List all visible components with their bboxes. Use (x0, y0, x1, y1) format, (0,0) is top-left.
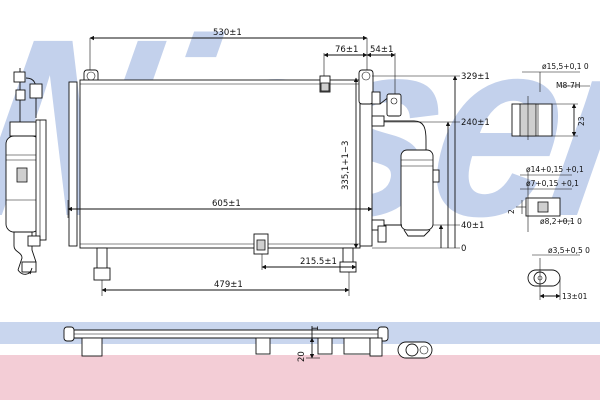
dim-depth-20: 20 (297, 351, 307, 362)
dim-335: 335,1+1−3 (341, 141, 351, 190)
detail-thread-block (511, 71, 590, 140)
dim-zero: 0 (461, 244, 466, 254)
detail-pipe-fitting (516, 172, 572, 232)
dim-479: 479±1 (214, 280, 243, 290)
front-view (67, 35, 460, 296)
dim-hole-offset: 13±01 (562, 292, 588, 301)
detail-mount-hole (527, 254, 580, 300)
dim-thread-depth: 23 (577, 116, 586, 126)
dim-54: 54±1 (370, 45, 393, 55)
dim-530: 530±1 (213, 28, 242, 38)
dim-240: 240±1 (461, 118, 490, 128)
dim-thread-spec: M8-7H (556, 81, 580, 90)
dim-pipe-small: ø8,2+0,1 0 (540, 217, 582, 226)
bottom-view (63, 326, 433, 359)
dim-40: 40±1 (461, 221, 484, 231)
dim-thread-diameter: ø15,5+0,1 0 (542, 62, 589, 71)
bottom-pink-band (0, 355, 600, 400)
left-side-view (5, 68, 47, 275)
dim-76: 76±1 (335, 45, 358, 55)
dim-215: 215.5±1 (300, 257, 337, 267)
dim-pipe-gap: 2 (507, 209, 516, 214)
dim-hole-diameter: ø3,5+0,5 0 (548, 246, 590, 255)
dim-pipe-outer: ø14+0,15 +0,1 (526, 165, 584, 174)
dim-pipe-inner: ø7+0,15 +0,1 (526, 179, 579, 188)
dimension-labels: 530±1 76±1 54±1 329±1 335,1+1−3 240±1 40… (212, 28, 590, 362)
dim-605: 605±1 (212, 199, 241, 209)
dim-thickness-1: 1 (311, 326, 321, 331)
dim-329: 329±1 (461, 72, 490, 82)
